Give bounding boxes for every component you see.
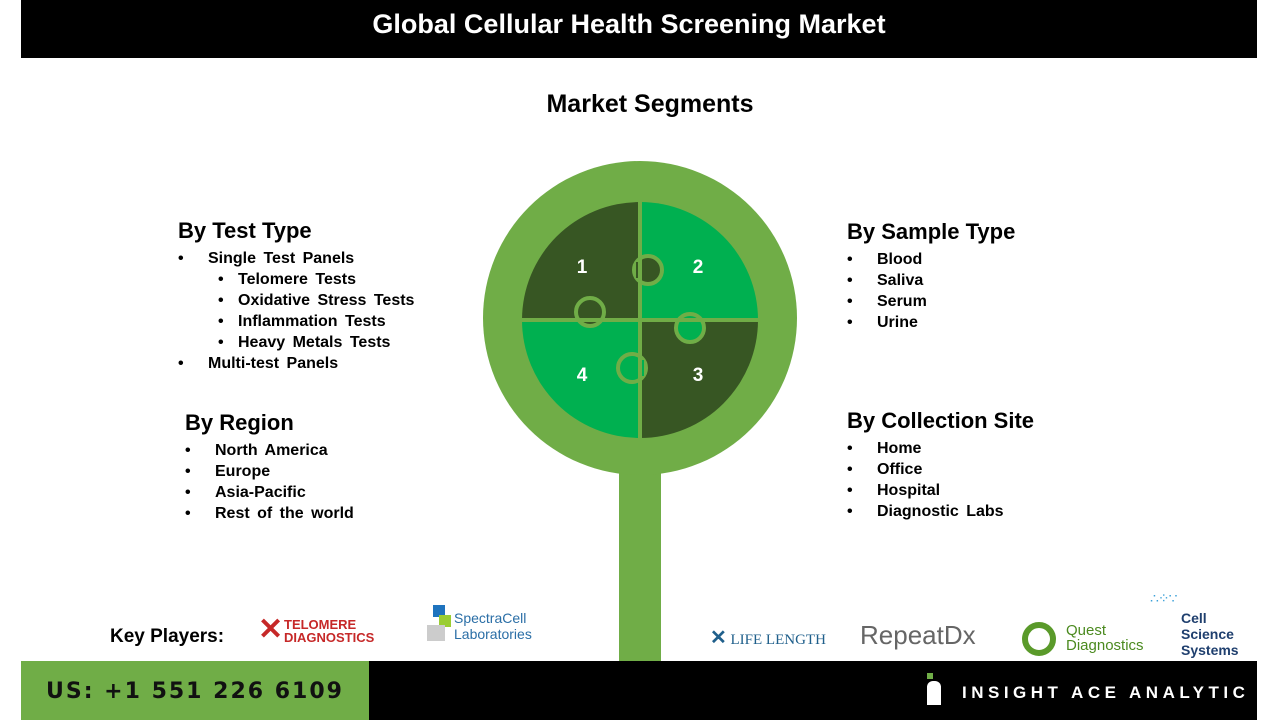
list-item: Office xyxy=(847,459,1034,480)
list-item: Single Test Panels xyxy=(178,248,414,269)
segment-heading: By Test Type xyxy=(178,218,312,243)
list-item: Telomere Tests xyxy=(178,269,414,290)
logo-telomere-diagnostics: ✕ TELOMERE DIAGNOSTICS xyxy=(258,613,375,646)
list-item: Hospital xyxy=(847,480,1034,501)
subtitle: Market Segments xyxy=(546,90,754,118)
segment-region: By Region North America Europe Asia-Paci… xyxy=(185,410,354,524)
segment-test-type: By Test Type Single Test Panels Telomere… xyxy=(178,218,414,374)
brand-logo-icon xyxy=(927,673,933,679)
list-item: Diagnostic Labs xyxy=(847,501,1034,522)
list-item: Serum xyxy=(847,291,1015,312)
logo-cell-science-systems: ∴⁘∵ Cell Science Systems xyxy=(1150,590,1239,658)
title-bar: Global Cellular Health Screening Market xyxy=(21,0,1257,58)
puzzle-piece-4 xyxy=(522,320,640,438)
puzzle-label-2: 2 xyxy=(693,257,704,278)
puzzle-label-1: 1 xyxy=(577,257,588,278)
puzzle-piece-2 xyxy=(640,202,758,320)
list-item: Urine xyxy=(847,312,1015,333)
logo-life-length: ✕ LIFE LENGTH xyxy=(710,627,826,649)
segment-heading: By Collection Site xyxy=(847,408,1035,433)
brand-name: INSIGHT ACE ANALYTIC xyxy=(962,683,1250,702)
list-item: Rest of the world xyxy=(185,503,354,524)
list-item: Home xyxy=(847,438,1034,459)
list-item: Oxidative Stress Tests xyxy=(178,290,414,311)
list-item: Inflammation Tests xyxy=(178,311,414,332)
segment-heading: By Sample Type xyxy=(847,219,1016,244)
list-item: Multi-test Panels xyxy=(178,353,414,374)
phone-number: US: +1 551 226 6109 xyxy=(46,679,344,704)
list-item: North America xyxy=(185,440,354,461)
list-item: Saliva xyxy=(847,270,1015,291)
segment-heading: By Region xyxy=(185,410,294,435)
puzzle-label-3: 3 xyxy=(693,365,704,386)
key-players-label: Key Players: xyxy=(110,626,225,647)
list-item: Heavy Metals Tests xyxy=(178,332,414,353)
logo-spectracell: SpectraCell Laboratories xyxy=(427,605,547,653)
puzzle-piece-3 xyxy=(640,320,758,438)
segment-collection-site: By Collection Site Home Office Hospital … xyxy=(847,408,1034,522)
logo-repeatdx: RepeatDx xyxy=(860,620,976,650)
list-item: Blood xyxy=(847,249,1015,270)
brand-logo-mark xyxy=(927,681,941,705)
list-item: Asia-Pacific xyxy=(185,482,354,503)
page-title: Global Cellular Health Screening Market xyxy=(372,9,886,39)
segment-sample-type: By Sample Type Blood Saliva Serum Urine xyxy=(847,219,1015,333)
footer-phone-bar: US: +1 551 226 6109 xyxy=(21,661,369,720)
puzzle xyxy=(522,202,758,438)
puzzle-piece-1 xyxy=(522,202,640,320)
magnifier-handle xyxy=(619,470,661,661)
footer-brand-bar: INSIGHT ACE ANALYTIC xyxy=(369,661,1257,720)
list-item: Europe xyxy=(185,461,354,482)
puzzle-label-4: 4 xyxy=(577,365,588,386)
logo-quest-diagnostics: Quest Diagnostics xyxy=(1022,620,1144,658)
